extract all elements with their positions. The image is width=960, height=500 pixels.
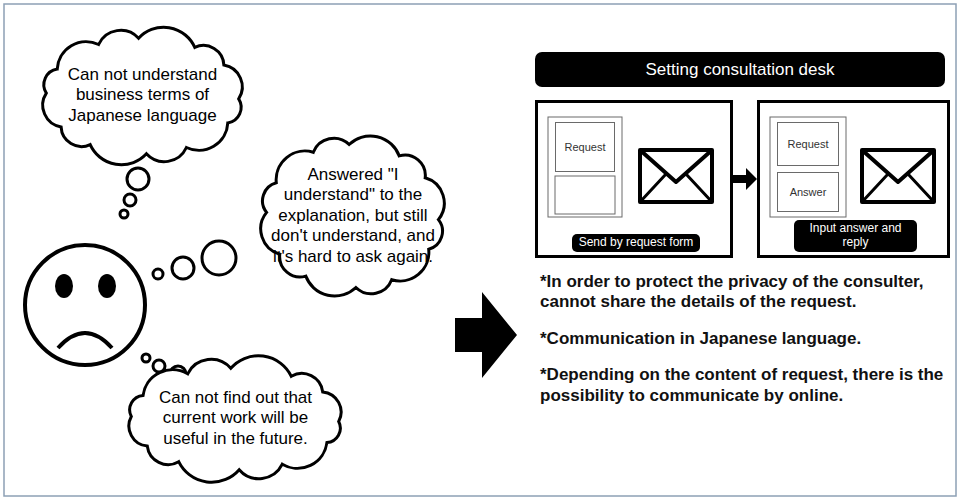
title-bar: Setting consultation desk (535, 52, 945, 87)
arrow-shaft (733, 175, 746, 183)
box-label: Request (565, 141, 606, 153)
form-field: Answer (777, 172, 839, 212)
step-label: Input answer and reply (794, 220, 917, 252)
thought-text: Answered "I understand" to the explanati… (271, 165, 435, 267)
form-field: Request (777, 122, 839, 166)
step-panel: Input answer and reply RequestAnswer (757, 100, 950, 258)
request-form-2 (770, 117, 846, 217)
thought-text: Can not understand business terms of Jap… (59, 65, 226, 126)
note-text: *Communication in Japanese language. (540, 329, 950, 349)
cloud-shape (129, 356, 341, 483)
arrow-head (746, 168, 757, 190)
cloud-shape (43, 27, 243, 165)
box-label: Request (788, 138, 829, 150)
step-panel: Send by request form Request (535, 100, 733, 258)
notes: *In order to protect the privacy of the … (540, 272, 950, 422)
cloud-shape (261, 136, 444, 296)
frame (4, 4, 956, 496)
form-field: Request (555, 122, 615, 172)
step-label: Send by request form (572, 234, 700, 252)
box-label: Answer (790, 186, 827, 198)
request-form-1 (548, 117, 622, 217)
thought-cloud: Can not understand business terms of Jap… (30, 22, 255, 170)
sad-face (25, 245, 145, 365)
box-label: Setting consultation desk (645, 60, 834, 80)
flow-arrow (733, 168, 757, 190)
thought-cloud: Answered "I understand" to the explanati… (250, 128, 455, 304)
note-text: *In order to protect the privacy of the … (540, 272, 950, 313)
envelope-icon (862, 150, 934, 202)
thought-text: Can not find out that current work will … (149, 388, 322, 449)
big-arrow (455, 292, 517, 378)
note-text: *Depending on the content of request, th… (540, 365, 950, 406)
thought-bubbles (120, 168, 236, 382)
thought-cloud: Can not find out that current work will … (115, 352, 355, 486)
envelope-icon (640, 150, 712, 202)
